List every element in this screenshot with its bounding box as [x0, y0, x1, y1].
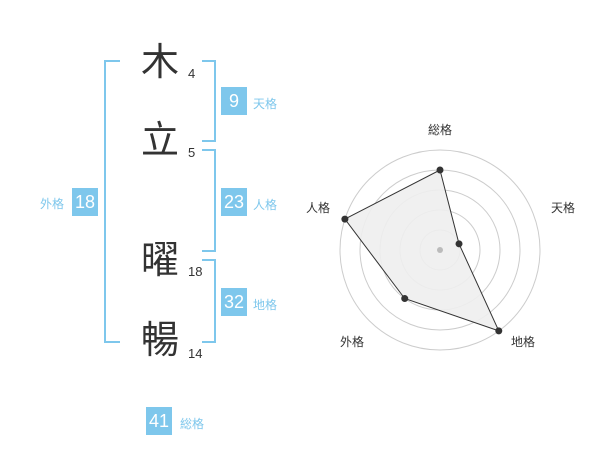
- jinkaku-label: 人格: [253, 198, 278, 212]
- axis-label-gaikaku: 外格: [340, 334, 364, 349]
- chikaku-bracket: [202, 259, 216, 343]
- radar-center-dot: [437, 247, 443, 253]
- stroke-count-3: 18: [188, 264, 203, 279]
- axis-label-tenkaku: 天格: [551, 200, 575, 215]
- soukaku-label: 総格: [180, 417, 205, 431]
- axis-label-soukaku: 総格: [428, 122, 452, 137]
- stroke-count-4: 14: [188, 346, 203, 361]
- axis-label-chikaku: 地格: [511, 334, 535, 349]
- gaikaku-value: 18: [72, 188, 98, 216]
- jinkaku-value: 23: [221, 188, 247, 216]
- radar-point: [341, 215, 349, 223]
- stroke-count-1: 4: [188, 66, 196, 81]
- tenkaku-label: 天格: [253, 97, 278, 111]
- chikaku-label: 地格: [253, 298, 278, 312]
- radar-point: [401, 295, 409, 303]
- axis-label-jinkaku: 人格: [306, 200, 330, 215]
- radar-point: [495, 327, 503, 335]
- radar-polygon: [344, 169, 500, 332]
- chikaku-value: 32: [221, 288, 247, 316]
- radar-points: [341, 166, 503, 335]
- name-char-3: 曜: [141, 238, 180, 282]
- radar-grid-ring: [339, 149, 541, 351]
- name-char-4: 暢: [141, 318, 180, 362]
- gaikaku-label: 外格: [40, 197, 65, 211]
- name-char-1: 木: [141, 40, 180, 84]
- radar-point: [436, 166, 444, 174]
- soukaku-value: 41: [146, 407, 172, 435]
- jinkaku-bracket: [202, 149, 216, 252]
- tenkaku-value: 9: [221, 87, 247, 115]
- tenkaku-bracket: [202, 60, 216, 142]
- gaikaku-bracket: [104, 60, 120, 343]
- name-char-2: 立: [141, 118, 180, 162]
- stroke-count-2: 5: [188, 145, 196, 160]
- radar-point: [455, 240, 463, 248]
